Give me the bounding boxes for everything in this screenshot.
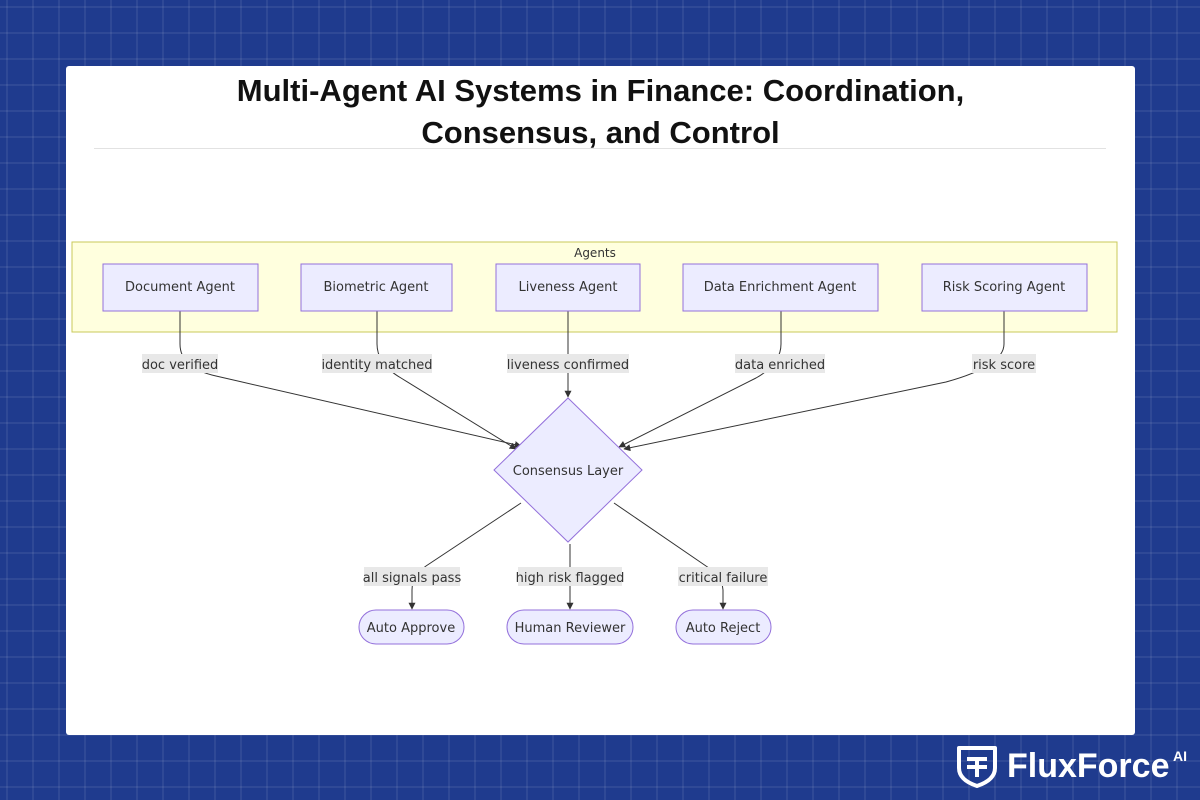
page-title: Multi-Agent AI Systems in Finance: Coord…	[66, 70, 1135, 154]
agent-edge-labels: doc verified identity matched liveness c…	[142, 354, 1036, 373]
agent-node-risk: Risk Scoring Agent	[921, 263, 1088, 312]
agent-label-document: Document Agent	[125, 280, 235, 295]
edge-label-liveness-confirmed: liveness confirmed	[507, 358, 629, 373]
agent-label-biometric: Biometric Agent	[324, 280, 429, 295]
agent-label-enrichment: Data Enrichment Agent	[704, 280, 857, 295]
outcome-label-reviewer: Human Reviewer	[515, 621, 626, 636]
outcome-label-approve: Auto Approve	[367, 621, 455, 636]
outcome-node-reject: Auto Reject	[675, 609, 772, 645]
agent-node-liveness: Liveness Agent	[495, 263, 641, 312]
agent-node-document: Document Agent	[102, 263, 259, 312]
edge-label-risk-score: risk score	[973, 358, 1035, 373]
agent-node-biometric: Biometric Agent	[300, 263, 453, 312]
consensus-label: Consensus Layer	[513, 464, 624, 479]
agent-node-enrichment: Data Enrichment Agent	[682, 263, 879, 312]
flowchart: Agents Document Agent Biometric Agent	[71, 241, 1118, 645]
edge-consensus-approve	[408, 502, 522, 610]
edge-label-data-enriched: data enriched	[735, 358, 825, 373]
logo-superscript: AI	[1173, 748, 1187, 764]
edge-label-critical-failure: critical failure	[679, 571, 768, 586]
edge-label-high-risk-flagged: high risk flagged	[516, 571, 625, 586]
agent-label-risk: Risk Scoring Agent	[943, 280, 1066, 295]
agent-label-liveness: Liveness Agent	[519, 280, 618, 295]
edge-label-identity-matched: identity matched	[321, 358, 432, 373]
fluxforce-logo: FluxForce AI	[955, 744, 1190, 788]
outcome-node-reviewer: Human Reviewer	[506, 609, 634, 645]
title-line-2: Consensus, and Control	[421, 115, 780, 150]
title-line-1: Multi-Agent AI Systems in Finance: Coord…	[236, 73, 965, 108]
diagram-card: Multi-Agent AI Systems in Finance: Coord…	[66, 66, 1135, 735]
edge-consensus-reject	[613, 502, 727, 610]
title-divider	[94, 148, 1106, 149]
outcome-edge-labels: all signals pass high risk flagged criti…	[363, 567, 768, 586]
edge-label-all-signals-pass: all signals pass	[363, 571, 462, 586]
shield-icon	[957, 746, 997, 788]
agents-group-label: Agents	[574, 246, 616, 260]
consensus-node: Consensus Layer	[493, 397, 643, 543]
edge-label-doc-verified: doc verified	[142, 358, 219, 373]
logo-text: FluxForce	[1007, 747, 1170, 785]
outcome-label-reject: Auto Reject	[686, 621, 761, 636]
outcome-node-approve: Auto Approve	[358, 609, 465, 645]
